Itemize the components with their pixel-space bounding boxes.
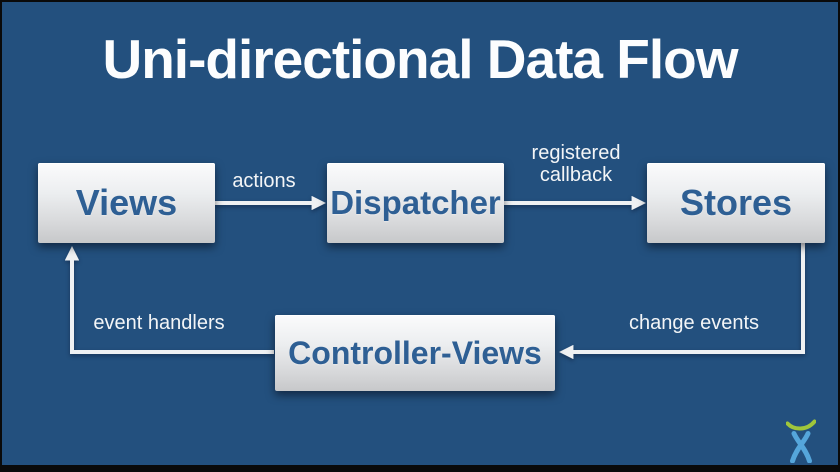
slide-title: Uni-directional Data Flow (102, 28, 738, 90)
node-views: Views (38, 163, 215, 243)
edge-label-actions: actions (232, 170, 296, 192)
node-controller-views-label: Controller-Views (288, 334, 542, 371)
node-views-label: Views (75, 182, 178, 223)
node-dispatcher-label: Dispatcher (330, 184, 501, 221)
edge-label-registered-callback: registered callback (531, 142, 621, 186)
logo-green-arc (786, 419, 816, 431)
node-stores-label: Stores (679, 182, 793, 223)
node-dispatcher: Dispatcher (327, 163, 504, 243)
atlassian-logo-icon (786, 419, 816, 463)
edge-label-change-events: change events (628, 312, 760, 334)
node-controller-views: Controller-Views (275, 315, 555, 391)
logo-figure-stroke-right (790, 431, 811, 463)
edge-label-event-handlers: event handlers (93, 312, 225, 334)
node-stores: Stores (647, 163, 825, 243)
